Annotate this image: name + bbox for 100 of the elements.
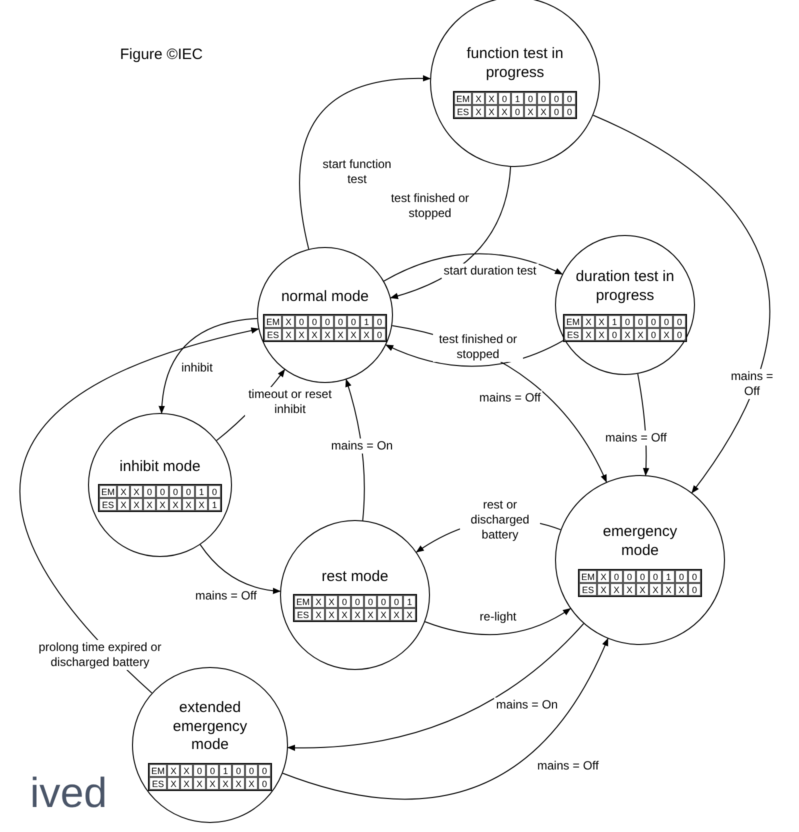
table-cell: X (245, 777, 258, 790)
arrow (385, 339, 565, 367)
table-cell: 1 (219, 764, 232, 778)
table-cell: 0 (377, 595, 390, 608)
arrow (383, 253, 563, 282)
arrow (287, 623, 584, 751)
table-cell: X (537, 104, 550, 118)
arrow (592, 114, 770, 494)
table-cell: 0 (347, 315, 360, 328)
table-cell: 0 (636, 570, 649, 583)
table-cell: X (582, 328, 595, 341)
table-cell: 1 (403, 595, 416, 608)
table-cell: 0 (321, 315, 334, 328)
table-cell: 0 (688, 570, 701, 583)
table-cell: 0 (208, 485, 221, 498)
arrow (282, 638, 608, 800)
table-cell: X (595, 314, 608, 328)
edge-label: start duration test (442, 264, 538, 278)
edge-label: mains = On (329, 438, 395, 454)
table-cell: 0 (258, 764, 271, 778)
table-cell: X (206, 777, 219, 790)
table-cell: ES (454, 104, 472, 118)
table-cell: X (167, 764, 180, 778)
table-cell: X (195, 498, 208, 512)
table-cell: X (232, 777, 245, 790)
table-cell: X (130, 498, 143, 512)
table-cell: EM (99, 485, 117, 498)
table-cell: 1 (511, 92, 524, 105)
table-cell: X (610, 582, 623, 596)
table-cell: 0 (563, 92, 576, 105)
table-cell: EM (564, 314, 582, 328)
table-cell: 0 (338, 595, 351, 608)
table-cell: X (675, 582, 688, 596)
table-cell: 0 (660, 314, 673, 328)
table-cell: ES (149, 777, 167, 790)
table-cell: 0 (563, 104, 576, 118)
table-cell: 0 (206, 764, 219, 778)
table-cell: X (364, 608, 377, 622)
state-name: extended emergency mode (172, 698, 248, 756)
table-cell: X (524, 104, 537, 118)
table-cell: 0 (688, 582, 701, 596)
table-cell: 0 (232, 764, 245, 778)
table-cell: X (582, 314, 595, 328)
arrow (345, 378, 365, 521)
table-cell: X (143, 498, 156, 512)
table-cell: 0 (156, 485, 169, 498)
table-cell: 0 (647, 328, 660, 341)
table-cell: 0 (498, 92, 511, 105)
table-cell: EM (579, 570, 597, 583)
table-cell: 1 (208, 498, 221, 512)
table-cell: X (325, 608, 338, 622)
table-cell: X (351, 608, 364, 622)
table-cell: X (117, 498, 130, 512)
table-cell: 1 (608, 314, 621, 328)
edge-label: timeout or reset inhibit (245, 387, 335, 417)
table-cell: X (167, 777, 180, 790)
table-cell: X (321, 328, 334, 342)
edge-label: test finished or stopped (433, 332, 523, 362)
table-cell: 0 (621, 314, 634, 328)
table-cell: 0 (610, 570, 623, 583)
table-cell: X (595, 328, 608, 341)
table-cell: X (180, 764, 193, 778)
table-cell: X (193, 777, 206, 790)
edge-label: re-light (478, 610, 518, 624)
table-cell: X (338, 608, 351, 622)
table-cell: X (649, 582, 662, 596)
table-cell: 0 (634, 314, 647, 328)
table-cell: X (621, 328, 634, 341)
table-cell: X (485, 104, 498, 118)
table-cell: 0 (334, 315, 347, 328)
table-cell: 1 (195, 485, 208, 498)
table-cell: 1 (662, 570, 675, 583)
table-cell: X (403, 608, 416, 622)
table-cell: 0 (373, 328, 386, 342)
table-cell: X (308, 328, 321, 342)
table-cell: X (472, 104, 485, 118)
table-cell: 0 (608, 328, 621, 341)
table-cell: ES (564, 328, 582, 341)
table-cell: EM (264, 315, 282, 328)
state-name: normal mode (280, 288, 370, 306)
table-cell: 0 (364, 595, 377, 608)
table-cell: EM (454, 92, 472, 105)
table-cell: X (634, 328, 647, 341)
arrow (19, 328, 260, 694)
table-cell: X (169, 498, 182, 512)
state-name: rest mode (320, 568, 390, 586)
table-cell: 0 (295, 315, 308, 328)
table-cell: 0 (623, 570, 636, 583)
table-cell: 0 (675, 570, 688, 583)
table-cell: X (312, 595, 325, 608)
table-cell: 0 (511, 104, 524, 118)
table-cell: X (282, 328, 295, 342)
table-cell: X (182, 498, 195, 512)
table-cell: X (597, 570, 610, 583)
table-cell: ES (579, 582, 597, 596)
table-cell: X (219, 777, 232, 790)
table-cell: 0 (673, 314, 686, 328)
caption-text: ived (30, 772, 108, 814)
table-cell: X (623, 582, 636, 596)
table-cell: X (472, 92, 485, 105)
